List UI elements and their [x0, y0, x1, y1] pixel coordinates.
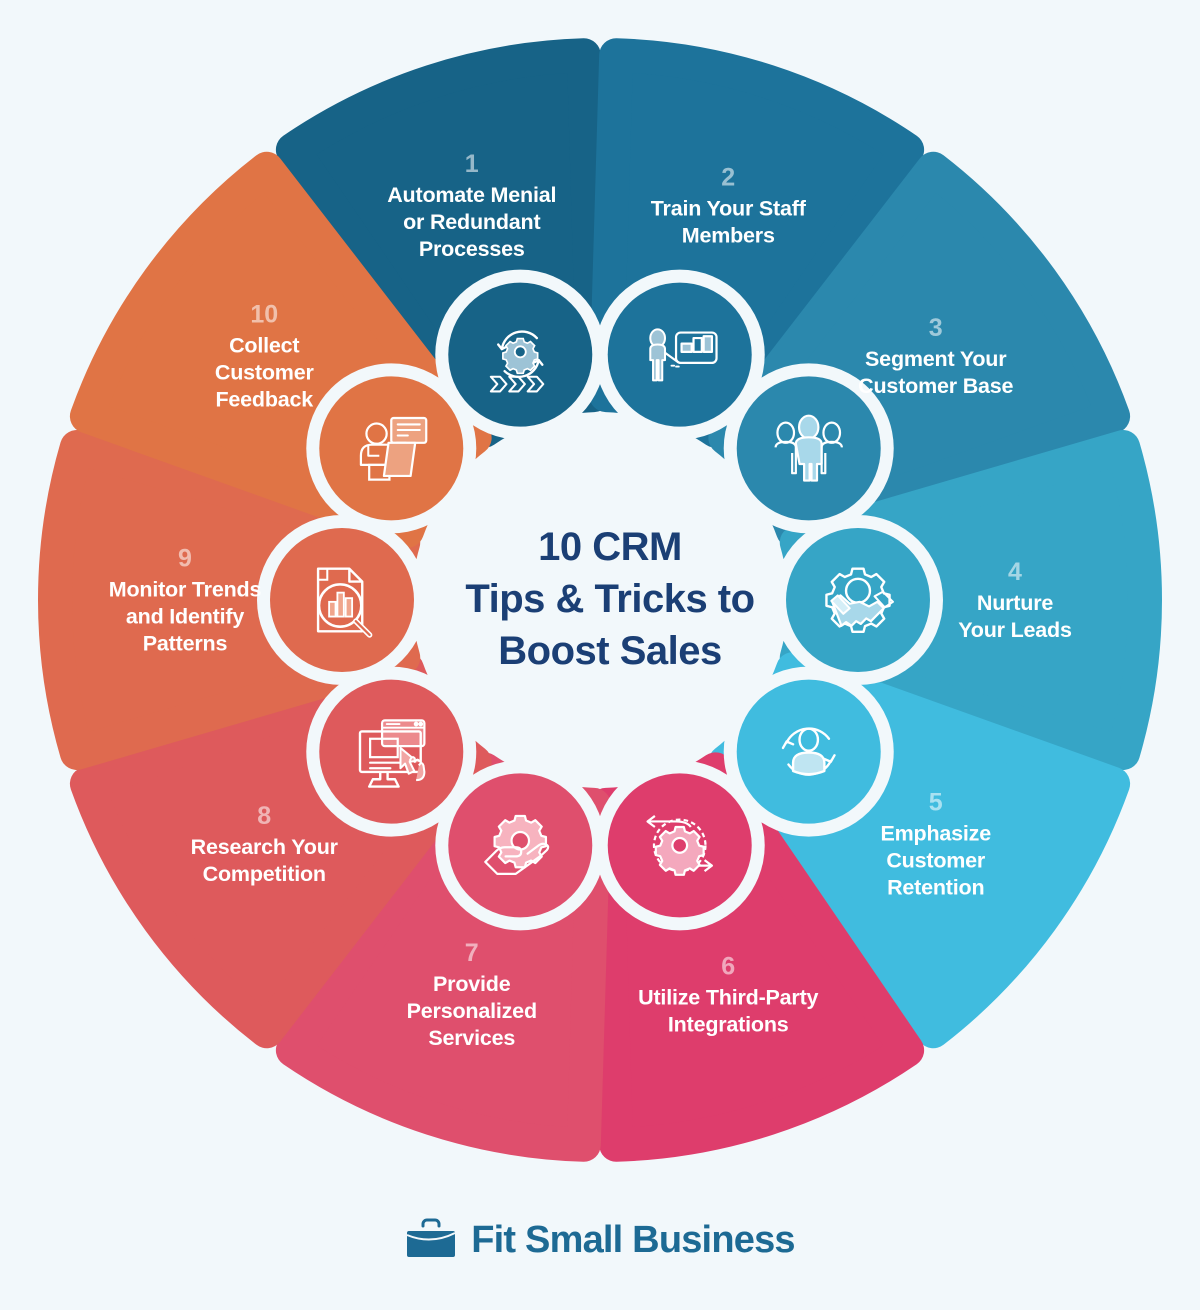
segment-text-line: Customer	[215, 361, 315, 385]
segment-text-line: Processes	[419, 237, 525, 261]
segment-text-line: Nurture	[977, 591, 1053, 615]
icon-disc-4[interactable]	[786, 528, 930, 672]
segment-number-3: 3	[929, 314, 943, 342]
segment-text-line: Patterns	[143, 632, 228, 656]
segment-number-7: 7	[465, 939, 479, 967]
segment-number-4: 4	[1008, 558, 1022, 586]
segment-text-line: Retention	[887, 875, 984, 899]
segment-text-line: Customer Base	[858, 374, 1013, 398]
segment-text-line: Emphasize	[880, 821, 991, 845]
segment-text-line: Train Your Staff	[651, 196, 807, 220]
segment-text-line: Feedback	[215, 388, 313, 412]
segment-text-line: and Identify	[126, 605, 244, 629]
segment-text-line: Services	[428, 1026, 515, 1050]
segment-text-line: Competition	[203, 862, 326, 886]
segment-text-line: Integrations	[668, 1013, 789, 1037]
segment-text-line: Segment Your	[865, 347, 1007, 371]
segment-text-line: Automate Menial	[387, 183, 556, 207]
segment-text-line: Personalized	[407, 999, 537, 1023]
center-title: 10 CRM Tips & Tricks to Boost Sales	[465, 525, 755, 673]
segment-text-line: Your Leads	[958, 618, 1072, 642]
segment-number-5: 5	[929, 788, 943, 816]
segment-text-line: or Redundant	[403, 210, 540, 234]
icon-disc-8[interactable]	[319, 679, 464, 824]
segment-text-line: Research Your	[191, 835, 339, 859]
icon-disc-2[interactable]	[607, 282, 752, 427]
segment-text-line: Members	[682, 223, 775, 247]
footer-branding: Fit Small Business	[0, 1190, 1200, 1290]
center-title-line-1: 10 CRM	[538, 525, 682, 569]
briefcase-icon	[406, 1218, 456, 1257]
segment-number-9: 9	[178, 545, 192, 573]
segment-number-2: 2	[721, 163, 735, 191]
center-title-line-2: Tips & Tricks to	[465, 577, 754, 621]
segment-number-8: 8	[257, 802, 271, 830]
segment-text-line: Provide	[433, 972, 511, 996]
segment-number-10: 10	[250, 301, 278, 329]
segment-text-line: Monitor Trends	[109, 578, 262, 602]
segment-text-line: Customer	[886, 848, 986, 872]
brand-name: Fit Small Business	[471, 1218, 795, 1261]
segment-number-1: 1	[465, 150, 479, 178]
segment-text-line: Utilize Third-Party	[638, 986, 818, 1010]
segment-number-6: 6	[721, 953, 735, 981]
segment-text-line: Collect	[229, 334, 299, 358]
center-title-line-3: Boost Sales	[498, 629, 721, 673]
